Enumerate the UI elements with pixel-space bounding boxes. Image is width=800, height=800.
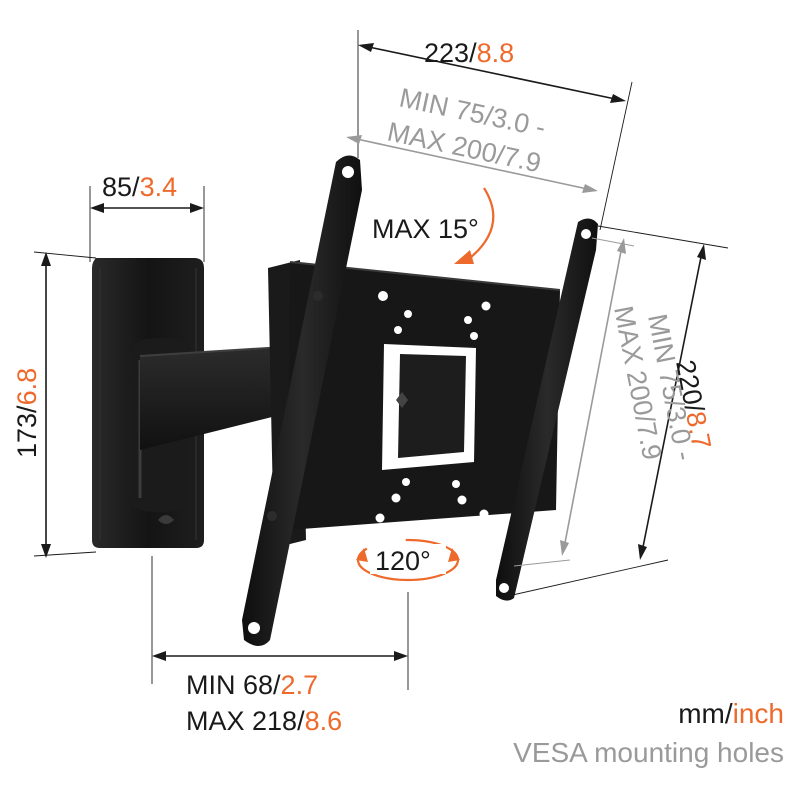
dim-plate-width-inch: 3.4 bbox=[140, 172, 178, 202]
wall-mount-product bbox=[92, 155, 598, 647]
left-rail-screw-bottom bbox=[267, 511, 277, 521]
swivel-label-bg bbox=[370, 544, 446, 574]
right-rail bbox=[496, 218, 598, 601]
tilt-indicator: MAX 15° bbox=[372, 187, 495, 264]
tilt-arrow bbox=[469, 187, 495, 259]
dim-depth-min-inch: 2.7 bbox=[281, 670, 319, 700]
swivel-label: 120° bbox=[375, 546, 431, 576]
legend-units-sep: / bbox=[724, 698, 733, 729]
dim-plate-width: 85/3.4 bbox=[89, 172, 205, 262]
dim-bracket-height-inch: 8.7 bbox=[680, 409, 717, 452]
dim-depth-max-sep: / bbox=[297, 706, 305, 736]
swing-arm bbox=[140, 346, 300, 450]
dim-depth: MIN 68/2.7 MAX 218/8.6 bbox=[151, 556, 409, 736]
center-cutout-tilt-block bbox=[398, 354, 466, 458]
dim-plate-height-sep: / bbox=[12, 405, 42, 413]
dim-top-width-label: 223/8.8 bbox=[424, 38, 514, 68]
dim-plate-height-mm: 173 bbox=[12, 413, 42, 458]
left-rail-screw-top bbox=[313, 291, 323, 301]
dim-depth-min-sep: / bbox=[273, 670, 281, 700]
tilt-label: MAX 15° bbox=[372, 214, 479, 244]
dim-plate-width-label: 85/3.4 bbox=[102, 172, 177, 202]
left-rail-top-hole bbox=[342, 166, 354, 178]
dim-depth-max-inch: 8.6 bbox=[305, 706, 343, 736]
swivel-arrowhead-left bbox=[356, 548, 368, 562]
dim-top-width-inch: 8.8 bbox=[477, 38, 515, 68]
dim-plate-height: 173/6.8 bbox=[12, 251, 97, 558]
legend-units: mm/inch bbox=[678, 698, 784, 730]
tilt-arrowhead bbox=[454, 250, 474, 264]
dim-depth-min: MIN 68/2.7 bbox=[186, 670, 318, 700]
dim-depth-min-label: MIN 68 bbox=[186, 670, 273, 700]
dim-top-width-mm: 223 bbox=[424, 38, 469, 68]
vesa-holes bbox=[375, 291, 491, 523]
dim-plate-width-mm: 85 bbox=[102, 172, 132, 202]
left-rail bbox=[242, 155, 362, 647]
dim-top-width-sep: / bbox=[469, 38, 477, 68]
dim-depth-max-label: MAX 218 bbox=[186, 706, 297, 736]
right-rail-top-hole bbox=[581, 229, 591, 239]
right-rail-bottom-hole bbox=[499, 583, 509, 593]
left-rail-bottom-hole bbox=[248, 622, 260, 634]
legend-units-mm: mm bbox=[678, 698, 725, 729]
swivel-arrowhead-right bbox=[448, 548, 460, 562]
center-logo bbox=[396, 392, 408, 408]
dim-plate-height-inch: 6.8 bbox=[12, 368, 42, 406]
legend-units-inch: inch bbox=[732, 698, 784, 729]
wall-plate-logo bbox=[158, 515, 174, 524]
dim-depth-max: MAX 218/8.6 bbox=[186, 706, 342, 736]
dim-plate-width-sep: / bbox=[132, 172, 140, 202]
swivel-indicator: 120° bbox=[356, 538, 460, 582]
dim-plate-height-label: 173/6.8 bbox=[12, 368, 42, 458]
legend-vesa-holes: VESA mounting holes bbox=[513, 737, 784, 768]
dim-vesa-horizontal: MIN 75/3.0 - MAX 200/7.9 bbox=[346, 83, 598, 193]
